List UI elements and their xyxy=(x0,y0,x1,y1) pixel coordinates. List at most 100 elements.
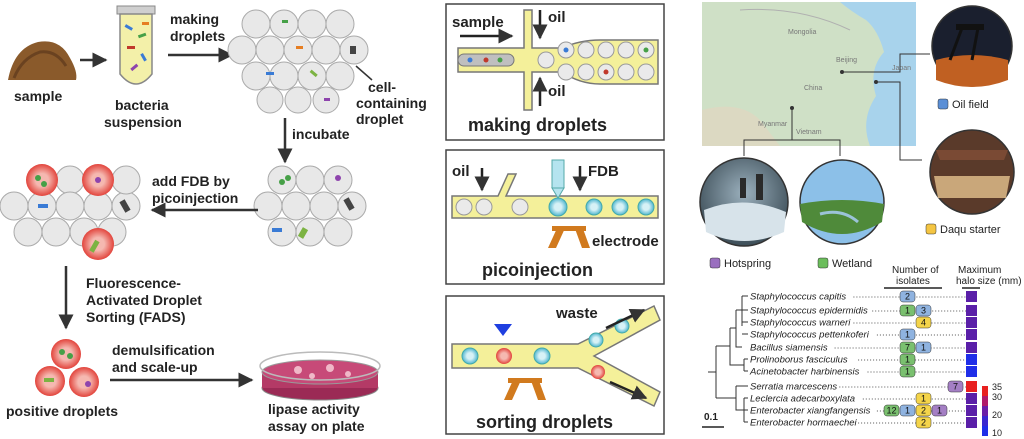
scale-bar-label: 0.1 xyxy=(704,412,718,423)
panel-sorting-droplets: waste sorting droplets xyxy=(445,295,665,435)
species-name: Enterobacter hormaechei xyxy=(750,418,858,429)
isolates-header-1: Number of xyxy=(892,265,939,276)
petri-dish-icon xyxy=(259,351,381,401)
oil-field-legend-swatch xyxy=(937,98,949,110)
halo-header-2: halo size (mm) xyxy=(956,276,1022,287)
isolate-count-badge xyxy=(899,353,916,366)
sort-electrode-icon xyxy=(504,378,546,400)
making-oil-bottom-label: oil xyxy=(548,83,566,100)
fads-label-2: Activated Droplet xyxy=(86,292,202,308)
cell-droplet-label-3: droplet xyxy=(356,111,404,127)
isolate-count-badge xyxy=(899,404,916,417)
wetland-legend-swatch xyxy=(817,257,829,269)
species-name: Staphylococcus epidermidis xyxy=(750,306,868,317)
halo-size-swatch xyxy=(966,354,977,365)
halo-size-swatch xyxy=(966,317,977,328)
pico-oil-label: oil xyxy=(452,163,470,180)
daqu-photo xyxy=(929,129,1015,215)
map-section: Mongolia China Japan Beijing Vietnam Mya… xyxy=(699,2,1015,270)
map-label-mongolia: Mongolia xyxy=(788,29,817,36)
soil-sample-icon xyxy=(8,41,77,80)
isolate-count-label: 1 xyxy=(921,343,926,353)
isolate-count-label: 1 xyxy=(905,367,910,377)
pico-fdb-label: FDB xyxy=(588,163,619,180)
workflow-panel: sample bacteria suspension making drople… xyxy=(0,5,427,434)
isolate-count-badge xyxy=(899,365,916,378)
wetland-photo xyxy=(799,159,885,245)
positive-droplets-label: positive droplets xyxy=(6,403,118,419)
isolate-count-label: 1 xyxy=(905,330,910,340)
keep-arrow xyxy=(609,380,648,400)
isolate-count-badge xyxy=(915,404,932,417)
droplet-cluster-fdb xyxy=(0,164,141,260)
cell-droplet-label-2: containing xyxy=(356,95,427,111)
fads-label-1: Fluorescence- xyxy=(86,275,181,291)
wetland-label: Wetland xyxy=(832,258,872,270)
test-tube-icon xyxy=(116,5,156,85)
assay-label-1: lipase activity xyxy=(268,401,360,417)
map-label-china: China xyxy=(804,85,822,92)
halo-size-swatch xyxy=(966,291,977,302)
halo-size-swatch xyxy=(966,305,977,316)
isolate-count-badge xyxy=(899,304,916,317)
halo-size-swatch xyxy=(966,329,977,340)
making-droplets-arrow-label-1: making xyxy=(170,11,219,27)
making-oil-top-label: oil xyxy=(548,9,566,26)
species-name: Enterobacter xiangfangensis xyxy=(750,406,871,417)
phylo-tree-section: Number of isolates Maximum halo size (mm… xyxy=(702,265,1022,438)
add-fdb-label-1: add FDB by xyxy=(152,173,230,189)
oil-field-label: Oil field xyxy=(952,99,989,111)
map-label-vietnam: Vietnam xyxy=(796,129,822,136)
halo-size-swatch xyxy=(966,366,977,377)
add-fdb-label-2: picoinjection xyxy=(152,190,238,206)
daqu-label: Daqu starter xyxy=(940,224,1001,236)
isolate-count-label: 1 xyxy=(905,355,910,365)
demuls-label-2: and scale-up xyxy=(112,359,198,375)
isolate-count-badge xyxy=(915,304,932,317)
map-label-myanmar: Myanmar xyxy=(758,121,788,128)
isolate-count-badge xyxy=(915,341,932,354)
colorbar-tick-35: 35 xyxy=(992,382,1002,392)
isolate-count-label: 3 xyxy=(921,306,926,316)
hotspring-photo xyxy=(699,157,789,247)
droplet-cluster-top xyxy=(227,9,369,114)
map-label-beijing: Beijing xyxy=(836,57,857,64)
isolate-count-badge xyxy=(931,404,948,417)
isolate-count-badge xyxy=(883,404,900,417)
species-name: Leclercia adecarboxylata xyxy=(750,394,855,405)
assay-label-2: assay on plate xyxy=(268,418,365,434)
halo-header-1: Maximum xyxy=(958,265,1001,276)
detection-marker xyxy=(494,324,512,336)
bacteria-label-2: suspension xyxy=(104,114,182,130)
colorbar-tick-10: 10 xyxy=(992,428,1002,438)
isolate-count-badge xyxy=(899,328,916,341)
halo-size-swatch xyxy=(966,393,977,404)
isolate-count-badge xyxy=(947,380,964,393)
sorting-droplets-title: sorting droplets xyxy=(476,412,613,432)
species-name: Staphylococcus warneri xyxy=(750,318,851,329)
picoinjection-title: picoinjection xyxy=(482,260,593,280)
halo-size-swatch xyxy=(966,405,977,416)
isolates-header-2: isolates xyxy=(896,276,930,287)
making-droplets-arrow-label-2: droplets xyxy=(170,28,225,44)
isolate-count-label: 2 xyxy=(921,406,926,416)
colorbar-tick-30: 30 xyxy=(992,392,1002,402)
species-name: Staphylococcus capitis xyxy=(750,292,846,303)
halo-size-swatch xyxy=(966,417,977,428)
isolate-count-label: 7 xyxy=(953,382,958,392)
isolate-count-label: 1 xyxy=(921,394,926,404)
species-name: Acinetobacter harbinensis xyxy=(749,367,860,378)
isolate-count-label: 7 xyxy=(905,343,910,353)
isolate-count-label: 1 xyxy=(905,306,910,316)
making-droplets-title: making droplets xyxy=(468,115,607,135)
species-name: Serratia marcescens xyxy=(750,382,837,393)
bacteria-label-1: bacteria xyxy=(115,97,169,113)
hotspring-legend-swatch xyxy=(709,257,721,269)
demuls-label-1: demulsification xyxy=(112,342,215,358)
isolate-count-badge xyxy=(899,341,916,354)
isolate-count-badge xyxy=(915,392,932,405)
species-name: Prolinoborus fasciculus xyxy=(750,355,848,366)
halo-size-swatch xyxy=(966,342,977,353)
map-label-japan: Japan xyxy=(892,65,911,72)
isolate-count-label: 12 xyxy=(886,406,896,416)
